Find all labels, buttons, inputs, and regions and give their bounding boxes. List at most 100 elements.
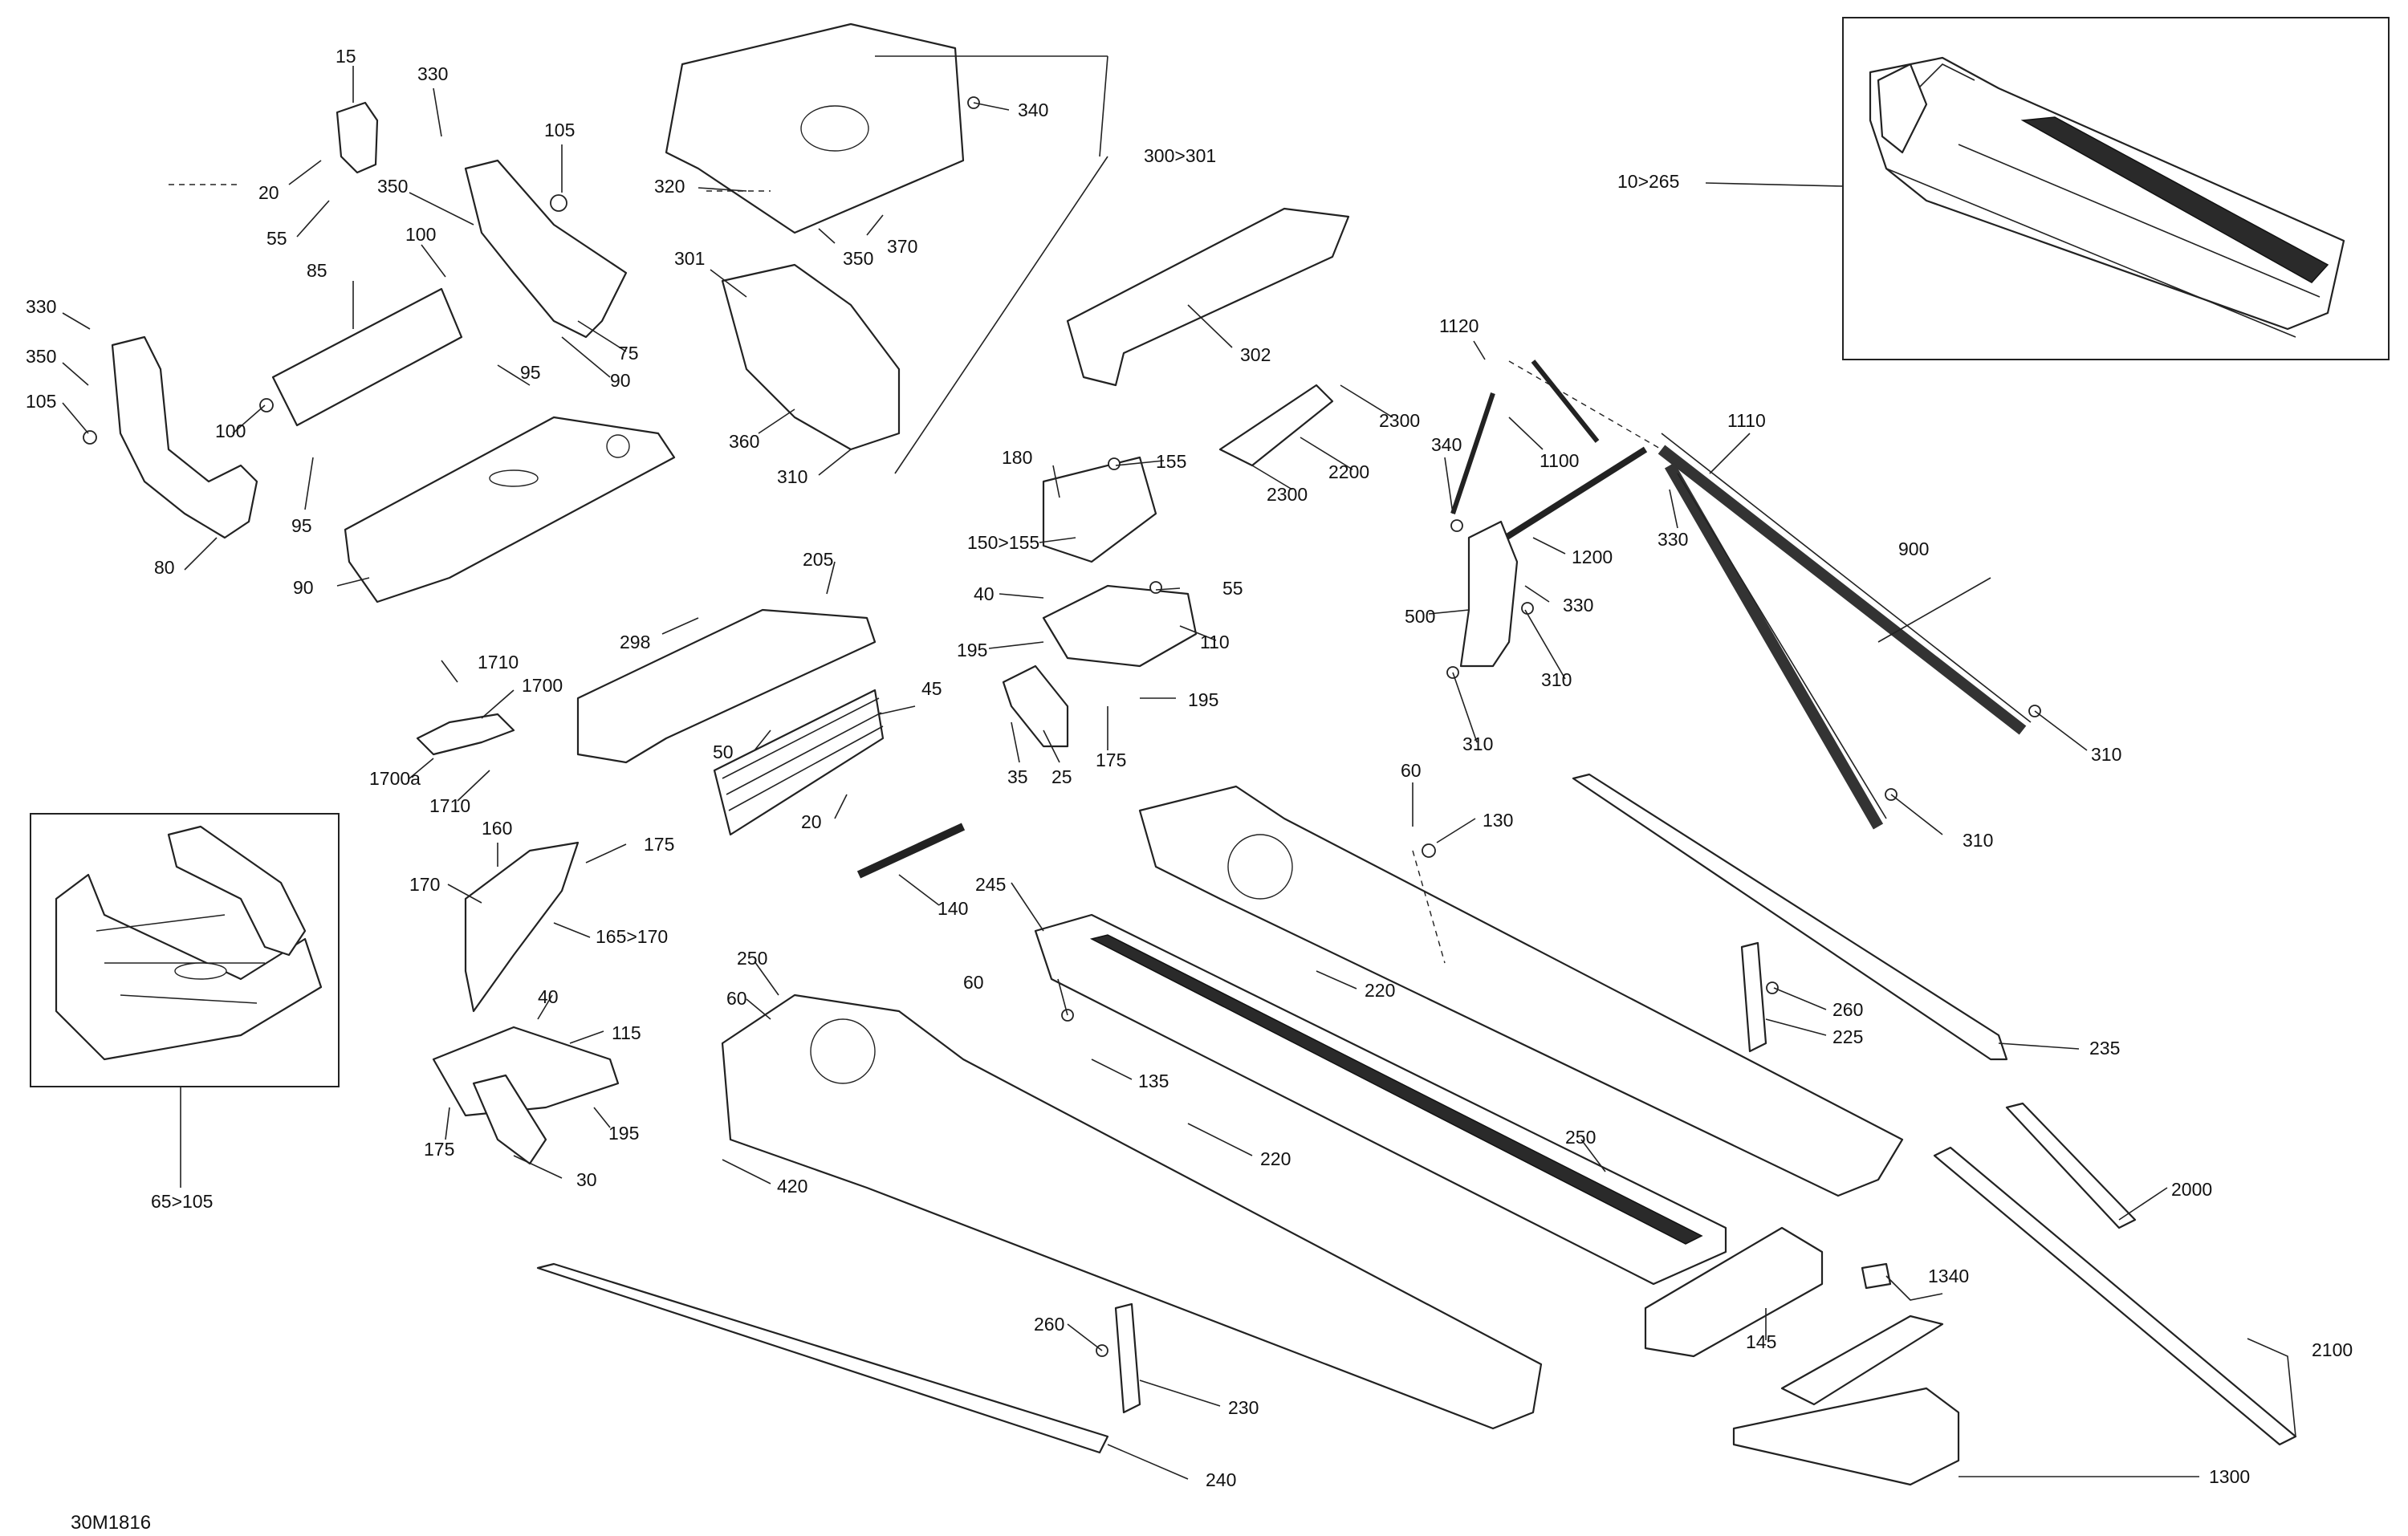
callout-330-b: 330 xyxy=(26,296,56,317)
part-1700 xyxy=(416,713,515,756)
callout-220-b: 220 xyxy=(1260,1148,1291,1169)
callout-40-b: 40 xyxy=(538,986,559,1007)
callout-85: 85 xyxy=(307,260,327,281)
callout-225: 225 xyxy=(1832,1026,1863,1047)
callout-1110: 1110 xyxy=(1727,410,1766,431)
callout-180: 180 xyxy=(1002,447,1032,468)
callout-110: 110 xyxy=(1200,632,1230,652)
callout-235: 235 xyxy=(2089,1038,2120,1059)
callout-310-c: 310 xyxy=(1462,733,1493,754)
callout-260-b: 260 xyxy=(1034,1314,1064,1335)
part-245 xyxy=(1034,913,1727,1286)
part-301 xyxy=(721,263,901,451)
callout-1700: 1700 xyxy=(522,675,563,696)
callout-20: 20 xyxy=(258,182,279,203)
callout-25: 25 xyxy=(1051,766,1072,787)
callout-55: 55 xyxy=(266,228,287,249)
callout-1300: 1300 xyxy=(2209,1466,2250,1487)
callout-65-105: 65>105 xyxy=(151,1191,213,1212)
callout-50: 50 xyxy=(713,742,734,762)
callout-350-b: 350 xyxy=(26,346,56,367)
callout-1700a: 1700a xyxy=(369,768,421,789)
callout-165-170: 165>170 xyxy=(596,926,668,947)
callout-302: 302 xyxy=(1240,344,1271,365)
callout-115: 115 xyxy=(612,1022,641,1043)
callout-370: 370 xyxy=(887,236,917,257)
callout-205: 205 xyxy=(803,549,833,570)
callout-195-a: 195 xyxy=(957,640,987,660)
callout-340-b: 340 xyxy=(1431,434,1462,455)
part-225 xyxy=(1740,941,1767,1053)
callout-500: 500 xyxy=(1405,606,1435,627)
callout-300-301: 300>301 xyxy=(1144,145,1216,166)
callout-55-b: 55 xyxy=(1222,578,1243,599)
part-150 xyxy=(1042,456,1157,563)
part-302 xyxy=(1066,207,1350,387)
callout-150-155: 150>155 xyxy=(967,532,1039,553)
callout-80: 80 xyxy=(154,557,175,578)
callout-95-b: 95 xyxy=(291,515,312,536)
part-2100 xyxy=(1933,1146,2297,1446)
callout-301: 301 xyxy=(674,248,705,269)
callout-40-a: 40 xyxy=(974,583,995,604)
callout-100-a: 100 xyxy=(405,224,436,245)
callout-2000: 2000 xyxy=(2171,1179,2212,1200)
callout-310-b: 310 xyxy=(1541,669,1572,690)
part-115 xyxy=(432,1026,620,1117)
part-165 xyxy=(464,841,580,1013)
part-230 xyxy=(1114,1302,1141,1414)
part-2000 xyxy=(2005,1102,2137,1229)
callout-90-b: 90 xyxy=(293,577,314,598)
inset-view-left xyxy=(30,813,340,1087)
callout-1120: 1120 xyxy=(1439,315,1479,336)
part-240 xyxy=(536,1262,1109,1454)
part-1340 xyxy=(1861,1262,1892,1290)
part-1100-b xyxy=(1531,360,1600,443)
callout-60-c: 60 xyxy=(963,972,984,993)
callout-245: 245 xyxy=(975,874,1006,895)
part-235 xyxy=(1572,773,2008,1061)
callout-330-a: 330 xyxy=(417,63,448,84)
callout-310-e: 310 xyxy=(1963,830,1993,851)
part-tunnel-right xyxy=(1138,785,1904,1197)
part-110 xyxy=(1042,584,1198,668)
callout-135: 135 xyxy=(1138,1071,1169,1091)
callout-310-d: 310 xyxy=(2091,744,2121,765)
part-1300 xyxy=(1732,1387,1960,1486)
callout-15: 15 xyxy=(336,46,356,67)
part-tunnel-left xyxy=(721,994,1543,1430)
callout-60-b: 60 xyxy=(726,988,747,1009)
callout-100-b: 100 xyxy=(215,421,246,441)
callout-2300-a: 2300 xyxy=(1379,410,1420,431)
part-900-a xyxy=(1658,445,2027,735)
callout-105-a: 105 xyxy=(544,120,575,140)
inset-view-top-right xyxy=(1842,17,2390,360)
callout-105-b: 105 xyxy=(26,391,56,412)
leader-lines xyxy=(62,55,2296,1480)
part-75 xyxy=(464,159,628,339)
part-30 xyxy=(472,1074,547,1165)
callout-260-a: 260 xyxy=(1832,999,1863,1020)
callout-95-a: 95 xyxy=(520,362,541,383)
callout-1100: 1100 xyxy=(1540,450,1579,471)
callout-145: 145 xyxy=(1746,1331,1776,1352)
part-80 xyxy=(111,335,258,539)
callout-2200: 2200 xyxy=(1328,461,1369,482)
callout-350-a: 350 xyxy=(377,176,408,197)
callout-420: 420 xyxy=(777,1176,807,1197)
callout-250-b: 250 xyxy=(1565,1127,1596,1148)
callout-130: 130 xyxy=(1483,810,1513,831)
part-298 xyxy=(576,608,877,764)
callout-2300-b: 2300 xyxy=(1267,484,1308,505)
callout-175-a: 175 xyxy=(1096,750,1126,770)
callout-320: 320 xyxy=(654,176,685,197)
callout-240: 240 xyxy=(1206,1469,1236,1490)
part-1100-a xyxy=(1450,392,1495,514)
callout-30: 30 xyxy=(576,1169,597,1190)
callout-1710-b: 1710 xyxy=(429,795,470,816)
callout-310-a: 310 xyxy=(777,466,807,487)
callout-175-c: 175 xyxy=(424,1139,454,1160)
callout-140: 140 xyxy=(938,898,968,919)
part-500 xyxy=(1459,520,1519,668)
callout-195-b: 195 xyxy=(1188,689,1218,710)
